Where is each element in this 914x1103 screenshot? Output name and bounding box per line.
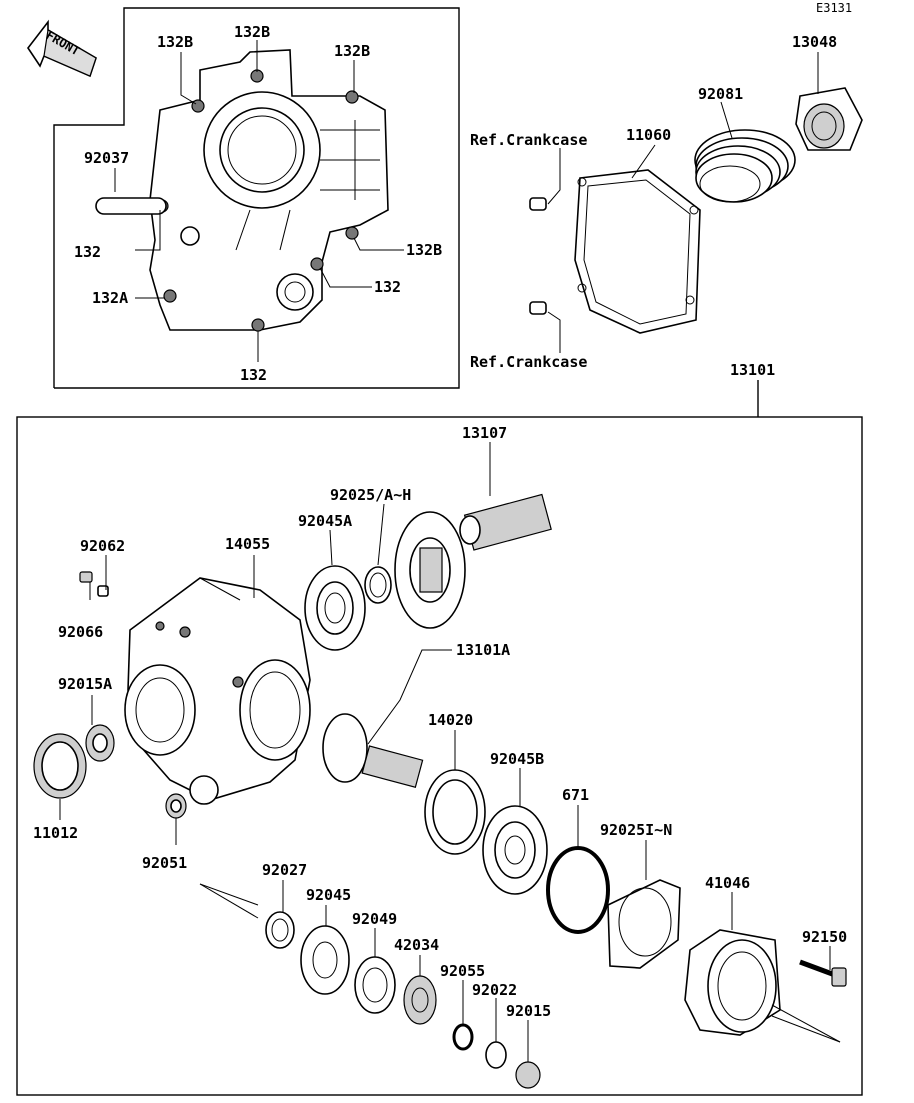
label-132-b: 132 [374,278,401,296]
label-132B-d: 132B [406,241,442,259]
label-92045B: 92045B [490,750,544,768]
label-671: 671 [562,786,589,804]
label-92062: 92062 [80,537,125,555]
label-132B-a: 132B [157,33,193,51]
gasket-11060 [574,169,701,334]
shim-92025-IN [607,879,681,969]
label-132B-c: 132B [334,42,370,60]
label-92015: 92015 [506,1002,551,1020]
shim-92025-AH [364,566,392,604]
label-11060: 11060 [626,126,671,144]
leaders-upper [114,40,404,362]
ring-14020 [424,769,486,855]
label-92051: 92051 [142,854,187,872]
label-92022: 92022 [472,981,517,999]
label-92045: 92045 [306,886,351,904]
label-ref-crankcase-top: Ref.Crankcase [470,131,587,149]
upper-inset-frame [53,7,460,389]
label-92049: 92049 [352,910,397,928]
label-92055: 92055 [440,962,485,980]
label-92037: 92037 [84,149,129,167]
bearing-small-stack [265,911,541,1089]
label-92025-IN: 92025I~N [600,821,672,839]
shaft-13107 [459,493,552,551]
plugs-92062-92066 [79,571,109,597]
label-13101: 13101 [730,361,775,379]
label-92150: 92150 [802,928,847,946]
bolt-92150 [799,959,847,987]
label-132-a: 132 [74,243,101,261]
bearing-92045A [304,565,366,651]
label-ref-crankcase-bottom: Ref.Crankcase [470,353,587,371]
nut-92015A [85,724,115,762]
label-92015A: 92015A [58,675,112,693]
pin-92037 [95,197,167,215]
front-direction-arrow: FRONT [27,19,97,78]
label-42034: 42034 [394,936,439,954]
bearing-92045B [482,805,548,895]
dowel-pins [529,197,547,315]
spring-92081 [694,129,796,203]
label-92025-AH: 92025/A~H [330,486,411,504]
label-13048: 13048 [792,33,837,51]
label-132A: 132A [92,289,128,307]
label-92081: 92081 [698,85,743,103]
oil-seal-11012 [33,733,87,799]
seal-92051 [165,793,187,819]
label-14020: 14020 [428,711,473,729]
doc-code: E3131 [816,1,852,15]
housing-41046 [684,929,781,1036]
label-92045A: 92045A [298,512,352,530]
gear-13101A [394,511,466,629]
o-ring-671 [546,846,610,934]
label-92066: 92066 [58,623,103,641]
label-41046: 41046 [705,874,750,892]
label-13107: 13107 [462,424,507,442]
leaders-right-top [547,52,819,353]
label-13101A: 13101A [456,641,510,659]
label-92027: 92027 [262,861,307,879]
label-132B-b: 132B [234,23,270,41]
label-14055: 14055 [225,535,270,553]
main-assembly-frame [16,380,863,1096]
cover-outline [149,49,389,331]
pinion-13101A [322,713,424,789]
housing-14055 [124,577,311,805]
cam-13048 [795,87,863,151]
label-11012: 11012 [33,824,78,842]
label-132-c: 132 [240,366,267,384]
leaders-main [59,442,841,1062]
